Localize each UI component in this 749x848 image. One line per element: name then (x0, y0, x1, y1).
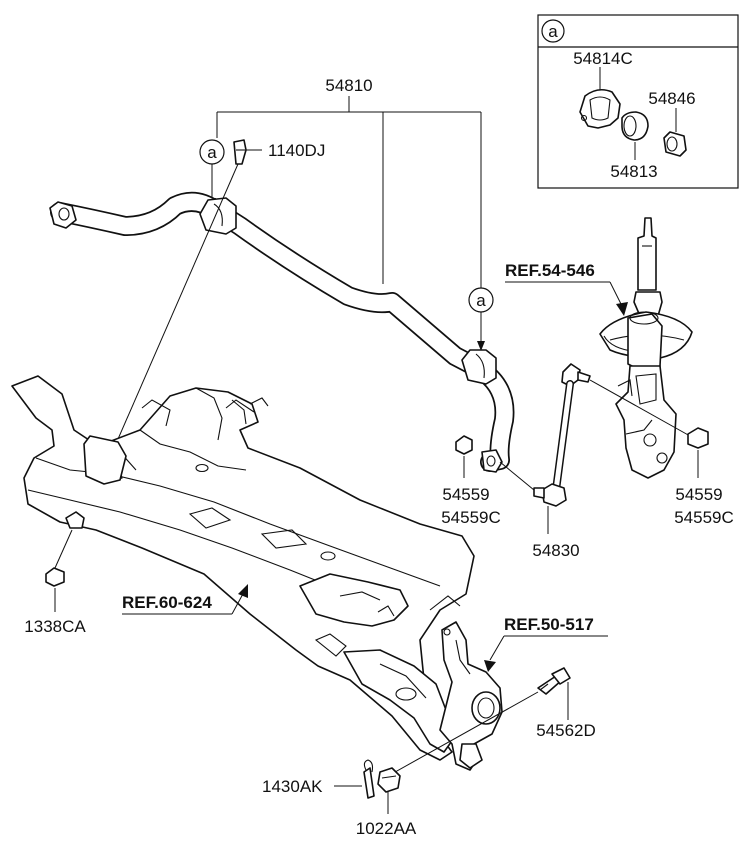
stabilizer-link-54830: 54830 (499, 363, 691, 560)
label-54846: 54846 (648, 89, 695, 108)
front-subframe (11, 375, 475, 761)
svg-text:a: a (207, 143, 217, 162)
label-54559-left: 54559 (442, 485, 489, 504)
collar-54846 (663, 131, 687, 157)
label-1022aa: 1022AA (356, 819, 417, 838)
bolt-1140dj: 1140DJ (107, 139, 325, 463)
bolt-54562d: 54562D (387, 667, 596, 777)
leader-54810: 54810 (216, 76, 482, 288)
nut-54559-left: 54559 54559C (441, 435, 501, 527)
inset-tag: a (548, 22, 558, 41)
ref-label-54-546: REF.54-546 (505, 261, 595, 280)
nut-54559-right: 54559 54559C (674, 427, 734, 527)
label-54813: 54813 (610, 162, 657, 181)
ref-60-624: REF.60-624 (122, 584, 248, 615)
label-54559c-left: 54559C (441, 508, 501, 527)
cotter-pin-1430ak: 1430AK (262, 759, 375, 799)
label-54562d: 54562D (536, 721, 596, 740)
bracket-54814c (579, 88, 621, 129)
nut-1338ca: 1338CA (24, 529, 86, 636)
label-54559-right: 54559 (675, 485, 722, 504)
strut-assembly: REF.54-546 (505, 217, 693, 479)
svg-text:a: a (476, 291, 486, 310)
ref-label-50-517: REF.50-517 (504, 615, 594, 634)
stabilizer-bar (49, 191, 515, 473)
label-54810: 54810 (325, 76, 372, 95)
label-54830: 54830 (532, 541, 579, 560)
steering-knuckle: REF.50-517 (439, 615, 608, 771)
label-1430ak: 1430AK (262, 777, 323, 796)
inset-detail-a: a 54814C 54846 54813 (537, 14, 739, 189)
ref-label-60-624: REF.60-624 (122, 593, 212, 612)
label-1140dj: 1140DJ (268, 141, 325, 160)
label-54814c: 54814C (573, 49, 633, 68)
bushing-54813 (621, 111, 649, 141)
label-54559c-right: 54559C (674, 508, 734, 527)
nut-1022aa: 1022AA (356, 767, 417, 838)
callout-a-right: a (468, 287, 494, 351)
label-1338ca: 1338CA (24, 617, 86, 636)
